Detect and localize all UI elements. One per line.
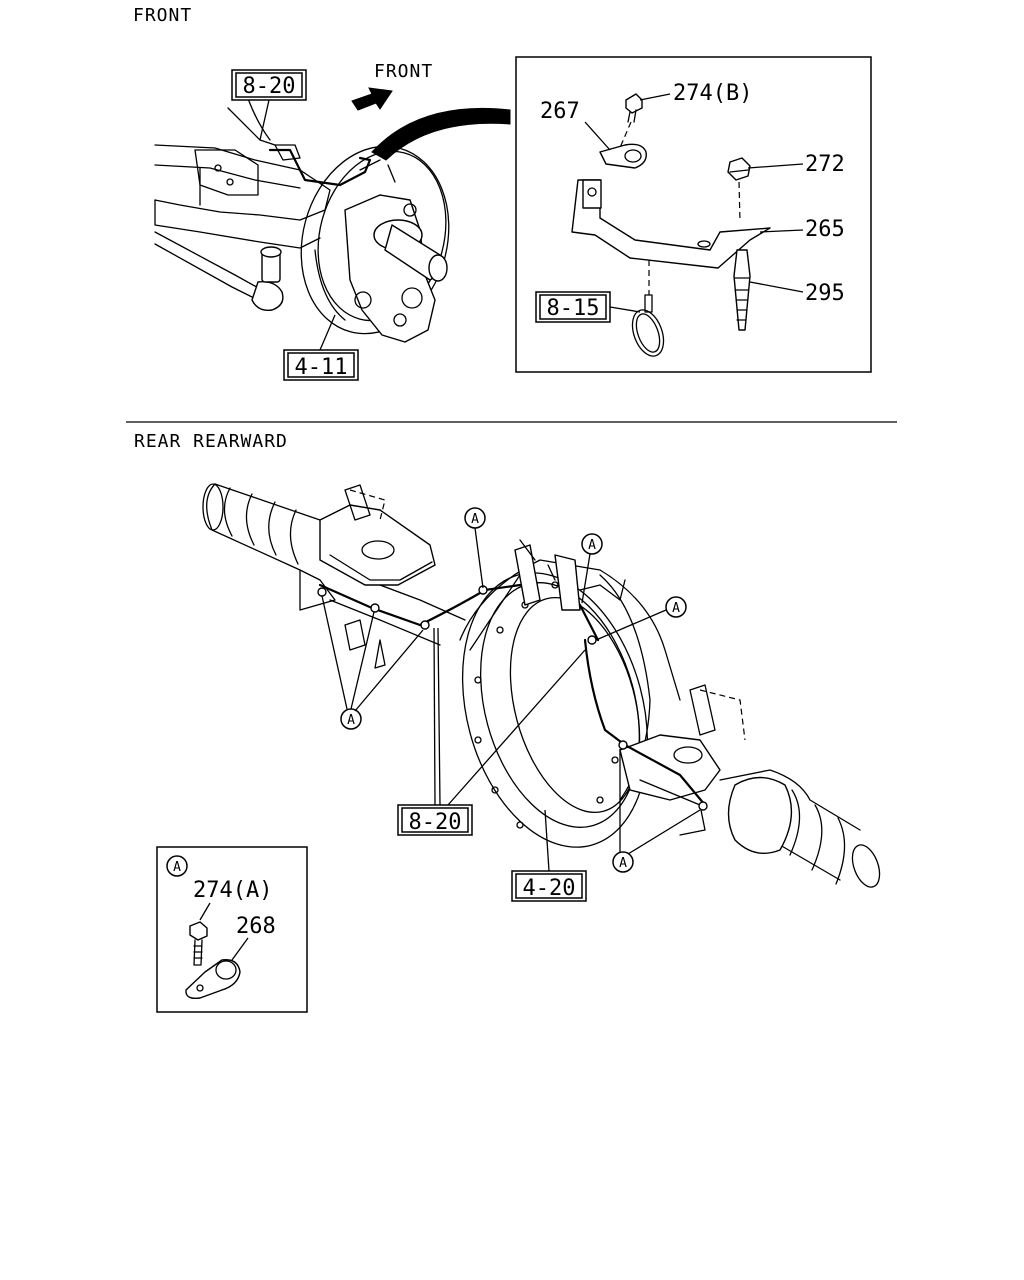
ref-box-8-20-rear: 8-20	[397, 804, 473, 836]
ref-box-4-20: 4-20	[511, 870, 587, 902]
part-272-label: 272	[805, 152, 845, 177]
ref-box-8-20-front: 8-20	[231, 69, 307, 101]
svg-text:A: A	[619, 856, 627, 871]
svg-text:A: A	[471, 512, 479, 527]
svg-text:A: A	[347, 713, 355, 728]
callout-a-5: A	[612, 851, 634, 873]
callout-a-1: A	[464, 507, 486, 529]
ref-box-4-11: 4-11	[283, 349, 359, 381]
ref-box-8-15: 8-15	[535, 291, 611, 323]
detail-a-drawing	[185, 921, 241, 1000]
callout-a-4: A	[340, 708, 362, 730]
svg-text:A: A	[173, 860, 181, 875]
part-274b-label: 274(B)	[673, 81, 752, 106]
part-265-label: 265	[805, 217, 845, 242]
svg-text:A: A	[588, 538, 596, 553]
callout-a-3: A	[665, 596, 687, 618]
ref-4-20-text: 4-20	[523, 876, 576, 901]
rear-axle-drawing	[202, 483, 881, 888]
front-direction-arrow-icon	[351, 87, 393, 111]
callout-a-2: A	[581, 533, 603, 555]
front-axle-drawing	[154, 89, 511, 343]
part-274a-label: 274(A)	[193, 878, 272, 903]
ref-8-20-rear-text: 8-20	[409, 810, 462, 835]
svg-text:A: A	[672, 601, 680, 616]
ref-4-11-text: 4-11	[295, 355, 348, 380]
part-268-label: 268	[236, 914, 276, 939]
part-295-label: 295	[805, 281, 845, 306]
ref-8-15-text: 8-15	[547, 296, 600, 321]
front-direction-label: FRONT	[374, 61, 433, 82]
detail-a-inset	[156, 846, 308, 1013]
rear-section-title: REAR REARWARD	[134, 431, 288, 452]
ref-8-20-front-text: 8-20	[243, 74, 296, 99]
part-267-label: 267	[540, 99, 580, 124]
detail-a-marker: A	[166, 855, 188, 877]
front-detail-inset	[515, 56, 872, 373]
front-section-title: FRONT	[133, 5, 192, 26]
front-detail-drawing	[571, 93, 771, 357]
